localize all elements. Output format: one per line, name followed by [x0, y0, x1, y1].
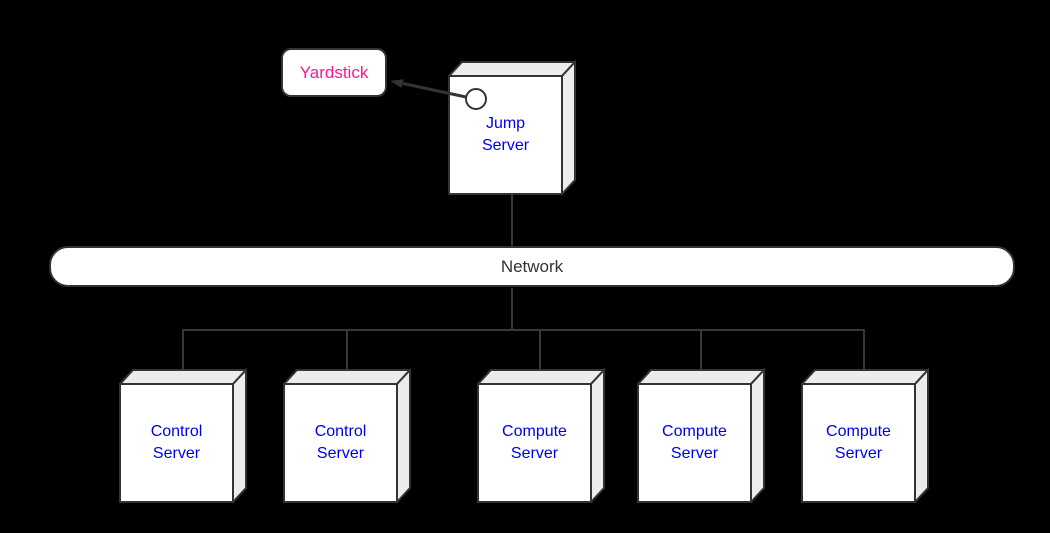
- server-label: Compute Server: [502, 422, 567, 462]
- box3d-front-face: [119, 383, 234, 503]
- box3d-top-face: [283, 369, 411, 385]
- control-server-node-1: Control Server: [119, 368, 247, 503]
- server-label: Control Server: [314, 422, 367, 462]
- control-server-node-2: Control Server: [283, 368, 411, 503]
- port-circle-icon: [465, 88, 487, 110]
- box3d-front-face: [283, 383, 398, 503]
- box3d-front-face: [637, 383, 752, 503]
- network-node: Network: [49, 246, 1015, 287]
- box3d-shape: [283, 368, 411, 503]
- compute-server-node-3: Compute Server: [801, 368, 929, 503]
- server-label: Control Server: [150, 422, 203, 462]
- box3d-right-face: [232, 368, 247, 503]
- box3d-shape: [119, 368, 247, 503]
- jump-server-node: Jump Server: [448, 60, 576, 195]
- box3d-front-face: [801, 383, 916, 503]
- box3d-shape: [801, 368, 929, 503]
- jump-server-label: Jump Server: [481, 114, 530, 154]
- box3d-shape: [637, 368, 765, 503]
- box3d-shape: [448, 60, 576, 195]
- box3d-shape: [477, 368, 605, 503]
- box3d-top-face: [637, 369, 765, 385]
- server-label: Compute Server: [826, 422, 891, 462]
- network-label: Network: [500, 256, 564, 276]
- box3d-top-face: [448, 61, 576, 77]
- yardstick-label: Yardstick: [299, 62, 369, 82]
- box3d-front-face: [477, 383, 592, 503]
- box3d-top-face: [477, 369, 605, 385]
- yardstick-node: Yardstick: [281, 48, 387, 97]
- compute-server-node-1: Compute Server: [477, 368, 605, 503]
- box3d-right-face: [590, 368, 605, 503]
- box3d-top-face: [119, 369, 247, 385]
- compute-server-node-2: Compute Server: [637, 368, 765, 503]
- box3d-right-face: [750, 368, 765, 503]
- box3d-top-face: [801, 369, 929, 385]
- server-label: Compute Server: [662, 422, 727, 462]
- box3d-right-face: [396, 368, 411, 503]
- box3d-right-face: [914, 368, 929, 503]
- box3d-right-face: [561, 60, 576, 195]
- arrowhead-icon: [390, 79, 404, 88]
